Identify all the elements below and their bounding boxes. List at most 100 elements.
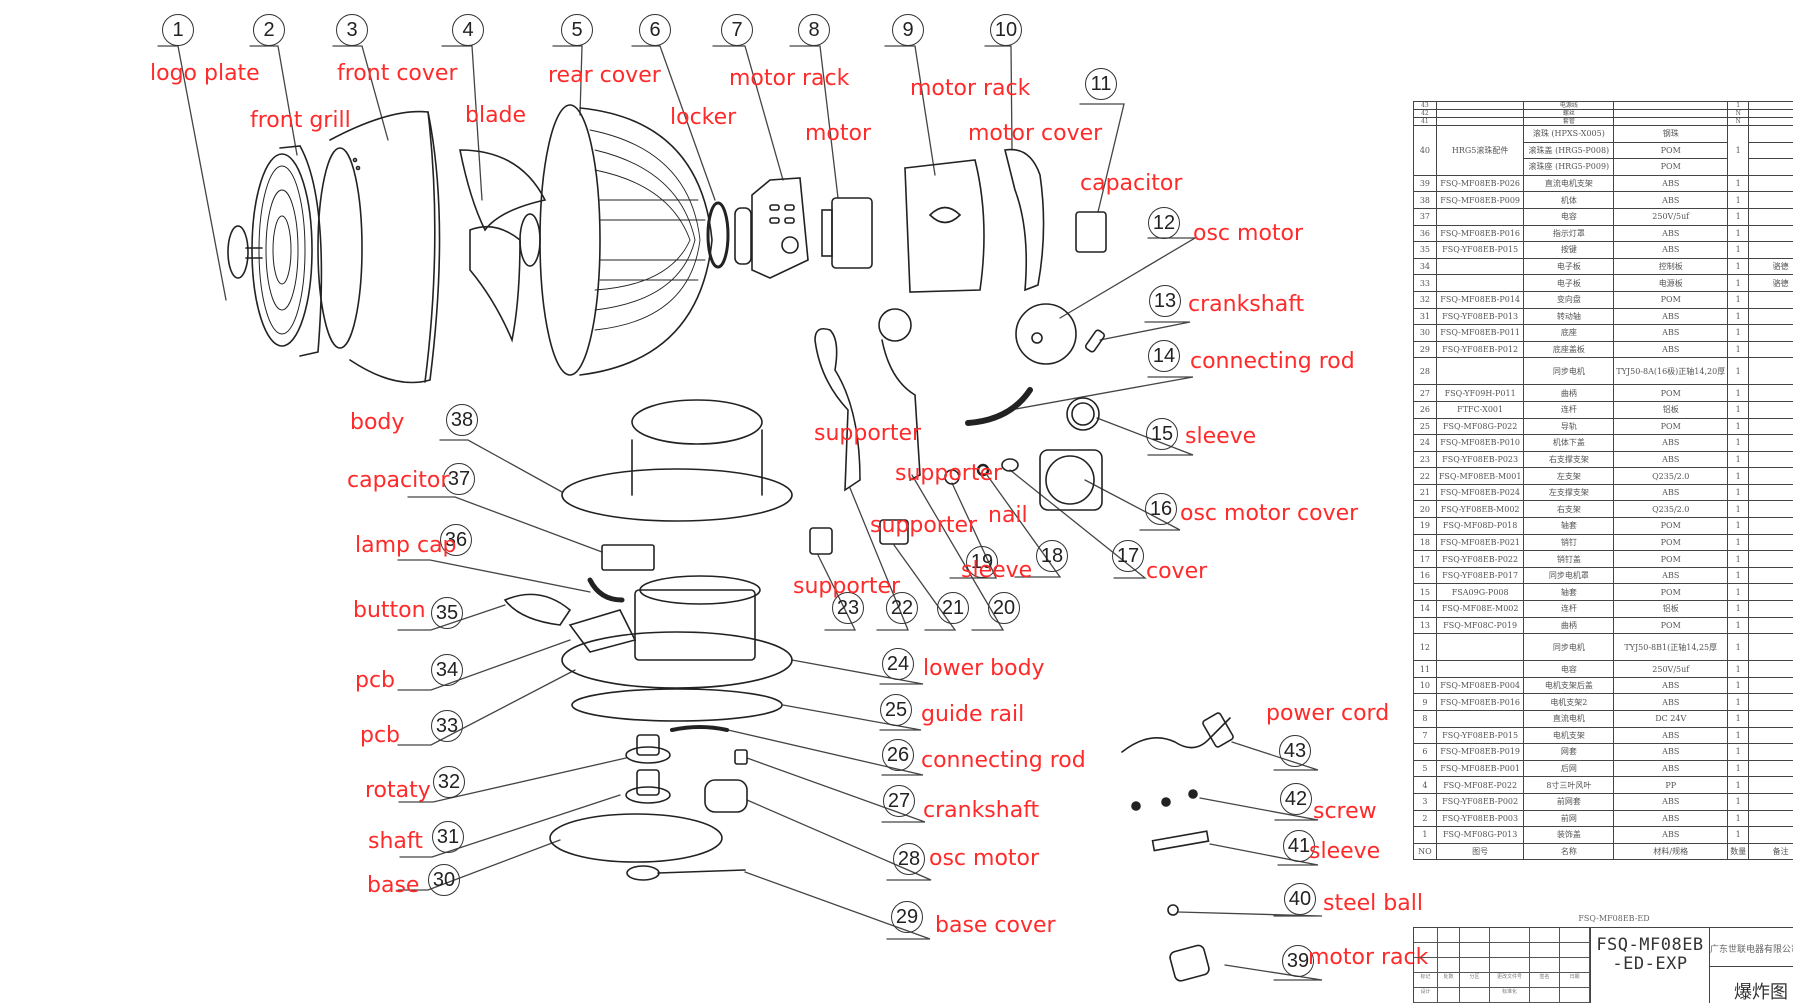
company-name: 广东世联电器有限公司	[1710, 942, 1793, 955]
bom-cell-qty: 1	[1728, 777, 1749, 794]
bom-cell-note	[1749, 711, 1793, 728]
bom-cell-name: 网套	[1524, 744, 1614, 761]
bom-cell-note	[1749, 118, 1793, 126]
callout-number-13: 13	[1149, 285, 1181, 317]
bom-cell-name: 右支架	[1524, 501, 1614, 518]
bom-cell-note	[1749, 468, 1793, 485]
bom-cell-note: 骆德	[1749, 275, 1793, 292]
bom-cell-qty: 1	[1728, 584, 1749, 601]
bom-cell-drawing-no	[1436, 358, 1524, 385]
revision-grid: 标记处数分区更改文件号签名日期设计标准化	[1414, 928, 1590, 1003]
bom-cell-qty: 1	[1728, 385, 1749, 402]
drawing-code-box: FSQ-MF08EB -ED-EXP	[1590, 928, 1710, 1003]
callout-label-17: cover	[1146, 561, 1207, 583]
model-number: FSQ-MF08EB-ED	[1414, 911, 1793, 928]
bom-cell-no: 33	[1414, 275, 1437, 292]
bom-cell-note	[1749, 142, 1793, 159]
bom-cell-drawing-no: FSQ-YF08EB-P017	[1436, 567, 1524, 584]
bom-cell-drawing-no: FSQ-MF08E-P022	[1436, 777, 1524, 794]
part-blade	[460, 150, 545, 340]
part-locker	[708, 203, 751, 267]
bom-cell-name: 轴套	[1524, 584, 1614, 601]
callout-label-7: motor rack	[729, 68, 849, 90]
bom-cell-name: 同步电机	[1524, 634, 1614, 661]
bom-cell-note	[1749, 102, 1793, 110]
bom-cell-note	[1749, 341, 1793, 358]
bom-cell-no: 10	[1414, 677, 1437, 694]
bom-cell-material: ABS	[1614, 325, 1728, 342]
callout-number-27: 27	[883, 785, 915, 817]
bom-cell-drawing-no: FSQ-MF08EB-P001	[1436, 760, 1524, 777]
bom-cell-qty: 1	[1728, 192, 1749, 209]
callout-label-38: body	[350, 412, 404, 434]
leader-line-15	[1097, 418, 1193, 455]
divider	[1710, 966, 1793, 967]
bom-cell-note	[1749, 418, 1793, 435]
drawing-code-line1: FSQ-MF08EB	[1595, 936, 1705, 955]
revision-grid-cell	[1530, 958, 1560, 973]
revision-grid-cell	[1490, 943, 1530, 958]
part-sleeve-15	[1067, 398, 1099, 430]
bom-cell-drawing-no	[1436, 711, 1524, 728]
revision-grid-cell: 更改文件号	[1490, 973, 1530, 988]
callout-label-1: logo plate	[150, 63, 260, 85]
leader-line-36	[398, 560, 590, 592]
bom-cell-qty: 1	[1728, 225, 1749, 242]
bom-cell-qty: 1	[1728, 126, 1749, 176]
revision-grid-cell	[1414, 958, 1438, 973]
revision-grid-cell	[1438, 958, 1460, 973]
part-rear-cover	[540, 105, 712, 375]
bom-cell-drawing-no: FSQ-YF08EB-M002	[1436, 501, 1524, 518]
bom-cell-name: 左支撑支架	[1524, 484, 1614, 501]
bom-cell-no: 4	[1414, 777, 1437, 794]
callout-label-14: connecting rod	[1190, 351, 1355, 373]
bom-cell-name: 电机支架	[1524, 727, 1614, 744]
bom-cell-name: 曲柄	[1524, 617, 1614, 634]
bom-cell-name: 后网	[1524, 760, 1614, 777]
revision-grid-cell	[1490, 958, 1530, 973]
callout-label-13: crankshaft	[1188, 294, 1304, 316]
callout-label-19: sleeve	[961, 560, 1032, 582]
revision-grid-cell	[1460, 988, 1490, 1003]
callout-label-15: sleeve	[1185, 426, 1256, 448]
callout-label-12: osc motor	[1193, 223, 1303, 245]
callout-label-42: screw	[1313, 801, 1377, 823]
bom-cell-material: ABS	[1614, 827, 1728, 844]
bom-cell-qty: 1	[1728, 401, 1749, 418]
bom-cell-qty: 1	[1728, 102, 1749, 110]
bom-cell-qty: 1	[1728, 694, 1749, 711]
bom-cell-no: 36	[1414, 225, 1437, 242]
bom-cell-note	[1749, 308, 1793, 325]
part-crankshaft-13	[1085, 329, 1106, 353]
bom-cell-material: ABS	[1614, 567, 1728, 584]
callout-label-8: motor	[805, 123, 871, 145]
bom-cell-note	[1749, 159, 1793, 176]
bom-cell-drawing-no: FSQ-MF08EB-P004	[1436, 677, 1524, 694]
bom-cell-no: 7	[1414, 727, 1437, 744]
revision-grid-cell: 处数	[1438, 973, 1460, 988]
part-crankshaft-27	[735, 750, 747, 764]
bom-cell-material: 控制板	[1614, 258, 1728, 275]
bom-cell-drawing-no	[1436, 258, 1524, 275]
bom-cell-name: 同步电机	[1524, 358, 1614, 385]
bom-cell-qty: 1	[1728, 760, 1749, 777]
header-material: 材料/规格	[1614, 843, 1728, 860]
bom-cell-qty: 1	[1728, 435, 1749, 452]
bom-cell-name: 底座	[1524, 325, 1614, 342]
bom-cell-name: 电机支架后盖	[1524, 677, 1614, 694]
bom-cell-qty: 1	[1728, 242, 1749, 259]
callout-number-38: 38	[446, 404, 478, 436]
bom-header-row: NO 图号 名称 材料/规格 数量 备注	[1414, 843, 1793, 860]
part-osc-motor-28	[705, 780, 747, 812]
bom-cell-qty: 1	[1728, 711, 1749, 728]
bom-cell-no: 38	[1414, 192, 1437, 209]
bom-cell-name: 滚珠 (HPXS-X005)	[1524, 126, 1614, 143]
bom-cell-material: POM	[1614, 518, 1728, 535]
